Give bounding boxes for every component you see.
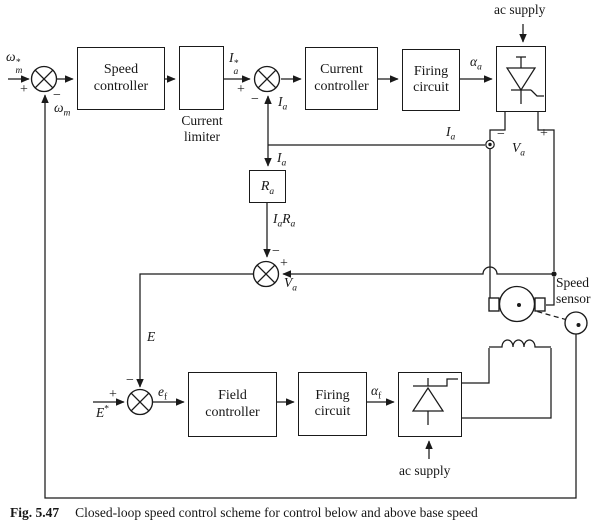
dc-motor-icon (488, 285, 546, 323)
ac-supply-bottom-label: ac supply (399, 463, 451, 478)
field-controller-block: Field controller (188, 372, 277, 437)
alpha-f-label: αf (371, 383, 382, 402)
wire-converter-pos-terminal (537, 112, 555, 271)
va-feedback-label: Va (284, 275, 297, 294)
s3-plus-sign: + (280, 256, 288, 271)
ac-supply-top-label: ac supply (494, 2, 546, 17)
firing-circuit-field-block: Firing circuit (298, 372, 367, 436)
current-controller-block: Current controller (305, 47, 378, 110)
s2-minus-sign: − (251, 92, 259, 107)
speed-reference-label: ω*m (6, 49, 23, 76)
s4-plus-sign: + (109, 387, 117, 402)
s2-plus-sign: + (237, 82, 245, 97)
s1-plus-sign: + (20, 82, 28, 97)
va-minus-sign: − (497, 127, 505, 142)
wire-va-feedback (282, 266, 552, 278)
node-dot (551, 271, 557, 277)
summing-junction-field (126, 388, 154, 416)
summing-junction-current (253, 65, 281, 93)
current-limiter-block (179, 46, 224, 110)
s1-minus-sign: − (53, 88, 61, 103)
armature-converter-block (496, 46, 546, 112)
ia-feedback-label: Ia (278, 94, 288, 113)
thyristor-icon-field (411, 378, 458, 425)
iara-drop-label: IaRa (273, 211, 296, 230)
figure-number: Fig. 5.47 (10, 505, 60, 520)
speed-sensor-label: Speed sensor (556, 275, 591, 306)
speed-feedback-label: ωm (54, 100, 71, 119)
wire-pos-terminal-to-motor (546, 277, 555, 306)
field-converter-block (398, 372, 462, 437)
speed-sensor-icon (564, 311, 588, 335)
figure-caption-text: Closed-loop speed control scheme for con… (75, 505, 478, 520)
s3-minus-sign: − (272, 244, 280, 259)
alpha-a-label: αa (470, 54, 482, 73)
wire-field-converter-to-winding-right (462, 348, 552, 419)
current-limiter-label: Current limiter (181, 113, 223, 144)
va-terminal-label: Va (512, 140, 525, 159)
ia-into-ra-label: Ia (277, 150, 287, 169)
wire-speed-feedback (41, 94, 577, 499)
summing-junction-emf (252, 260, 280, 288)
ia-line-label: Ia (446, 124, 456, 143)
wire-e-into-s4 (136, 273, 253, 388)
current-sensor-tap-icon (485, 139, 495, 150)
summing-junction-speed (30, 65, 58, 93)
thyristor-icon-armature (505, 56, 544, 104)
wire-converter-neg-terminal (489, 112, 506, 140)
figure-caption: Fig. 5.47 Closed-loop speed control schem… (10, 505, 478, 521)
emf-label: E (147, 329, 156, 344)
emf-reference-label: E* (96, 404, 109, 420)
s4-minus-sign: − (126, 373, 134, 388)
field-winding-inductor-icon (489, 339, 551, 348)
current-reference-label: I*a (229, 50, 239, 77)
va-plus-sign: + (540, 126, 548, 141)
firing-circuit-armature-block: Firing circuit (402, 49, 460, 111)
wire-field-converter-to-winding-left (462, 348, 490, 384)
ra-block: Ra (249, 170, 286, 203)
speed-controller-block: Speed controller (77, 47, 165, 110)
field-error-label: ef (158, 384, 168, 403)
